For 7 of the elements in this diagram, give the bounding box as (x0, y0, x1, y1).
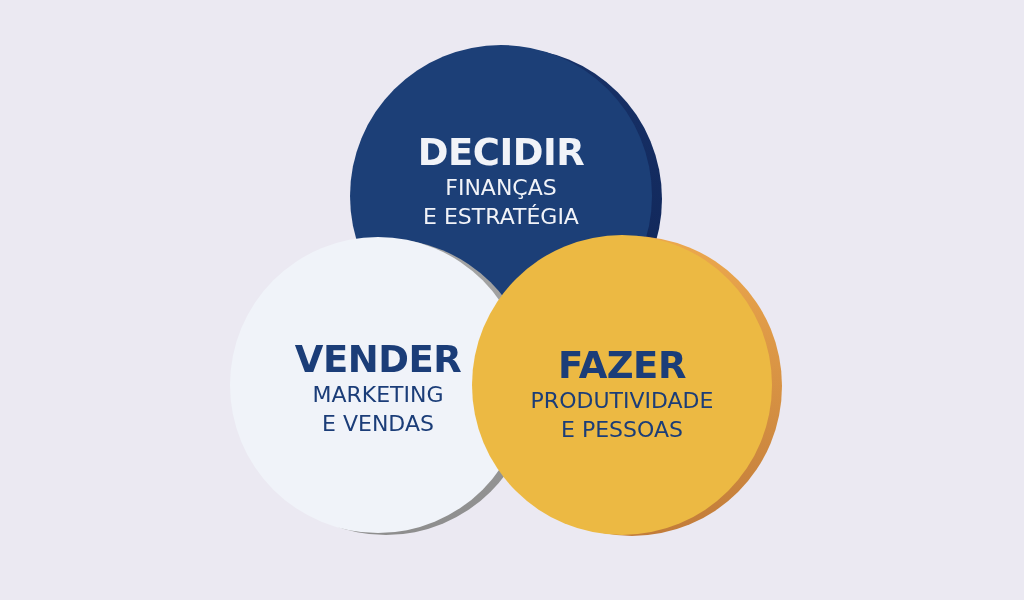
circle-subtitle: MARKETING E VENDAS (312, 381, 444, 438)
topic-circle (472, 235, 782, 536)
circle-subtitle: FINANÇAS E ESTRATÉGIA (423, 174, 579, 231)
circle-subtitle: PRODUTIVIDADE E PESSOAS (530, 387, 714, 444)
circle-title: FAZER (558, 346, 686, 386)
circle-title: VENDER (294, 340, 462, 380)
circle-title: DECIDIR (417, 133, 585, 173)
